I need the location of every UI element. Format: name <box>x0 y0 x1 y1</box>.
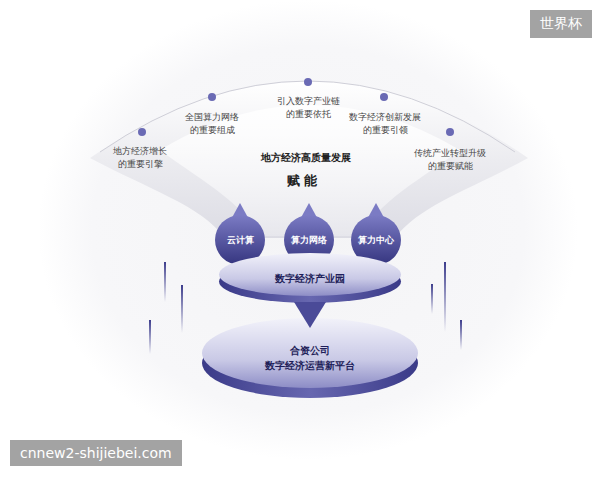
node-text: 算力中心 <box>358 234 394 247</box>
platform-disc: 合资公司数字经济运营新平台 <box>202 318 418 398</box>
node-text: 云计算 <box>227 234 254 247</box>
arc-label: 数字经济创新发展 的重要引领 <box>349 111 421 137</box>
empower-label: 赋 能 <box>287 172 318 190</box>
node-text: 合资公司 <box>290 343 330 358</box>
arc-label: 传统产业转型升级 的重要赋能 <box>414 147 486 173</box>
arc-label: 全国算力网络 的重要组成 <box>185 111 239 137</box>
node-text: 数字经济产业园 <box>275 271 345 286</box>
arc-label: 引入数字产业链 的重要依托 <box>277 95 340 121</box>
arc-label: 地方经济增长 的重要引擎 <box>113 145 167 171</box>
node-text: 算力网络 <box>291 234 327 247</box>
node-text: 数字经济运营新平台 <box>265 358 355 373</box>
heading: 地方经济高质量发展 <box>261 151 351 165</box>
watermark: 世界杯 <box>530 10 592 38</box>
platform-disc: 数字经济产业园 <box>219 253 401 303</box>
node-shape <box>202 318 418 398</box>
watermark: cnnew2-shijiebei.com <box>10 440 182 466</box>
